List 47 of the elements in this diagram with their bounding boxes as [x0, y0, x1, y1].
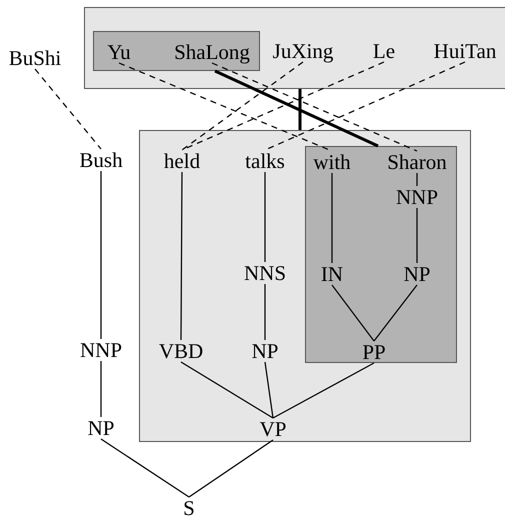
tree-branch [264, 362, 274, 418]
box-alignment-line [214, 70, 379, 148]
tree-label: S [183, 497, 195, 519]
group-box [139, 130, 471, 442]
tree-branch [264, 172, 266, 262]
alignment-line [182, 61, 384, 151]
tree-branch [188, 440, 274, 498]
tree-label: Le [372, 40, 396, 62]
group-box [84, 7, 505, 89]
tree-branch [100, 171, 102, 339]
tree-label: IN [320, 263, 344, 285]
tree-label: JuXing [272, 40, 334, 62]
tree-label: NP [88, 417, 114, 439]
tree-branch [416, 208, 418, 263]
group-box [93, 31, 260, 71]
tree-label: Bush [79, 149, 123, 171]
tree-label: PP [362, 341, 386, 363]
tree-branch [332, 284, 374, 342]
group-box [305, 146, 457, 363]
tree-label: Yu [107, 41, 131, 63]
tree-label: with [313, 151, 351, 173]
tree-label: NNS [244, 262, 286, 284]
tree-label: HuiTan [434, 40, 496, 62]
tree-branch [100, 361, 102, 417]
alignment-line [182, 62, 304, 150]
tree-label: NNP [80, 339, 122, 361]
tree-label: BuShi [8, 47, 62, 69]
tree-branch [100, 438, 190, 498]
tree-label: NP [252, 340, 278, 362]
tree-label: VBD [158, 340, 204, 362]
box-alignment-line [298, 89, 302, 130]
tree-branch [416, 173, 418, 186]
tree-label: NNP [396, 186, 438, 208]
tree-label: Sharon [387, 151, 447, 173]
tree-branch [180, 361, 274, 419]
tree-label: NP [404, 263, 430, 285]
tree-label: held [164, 150, 200, 172]
tree-label: ShaLong [174, 41, 250, 63]
tree-branch [180, 172, 183, 340]
tree-branch [264, 284, 266, 340]
tree-label: talks [245, 150, 285, 172]
tree-branch [374, 284, 418, 342]
tree-branch [331, 173, 333, 263]
alignment-line [212, 62, 418, 152]
tree-label: VP [260, 418, 286, 440]
alignment-line [34, 68, 102, 150]
tree-branch [272, 362, 374, 419]
